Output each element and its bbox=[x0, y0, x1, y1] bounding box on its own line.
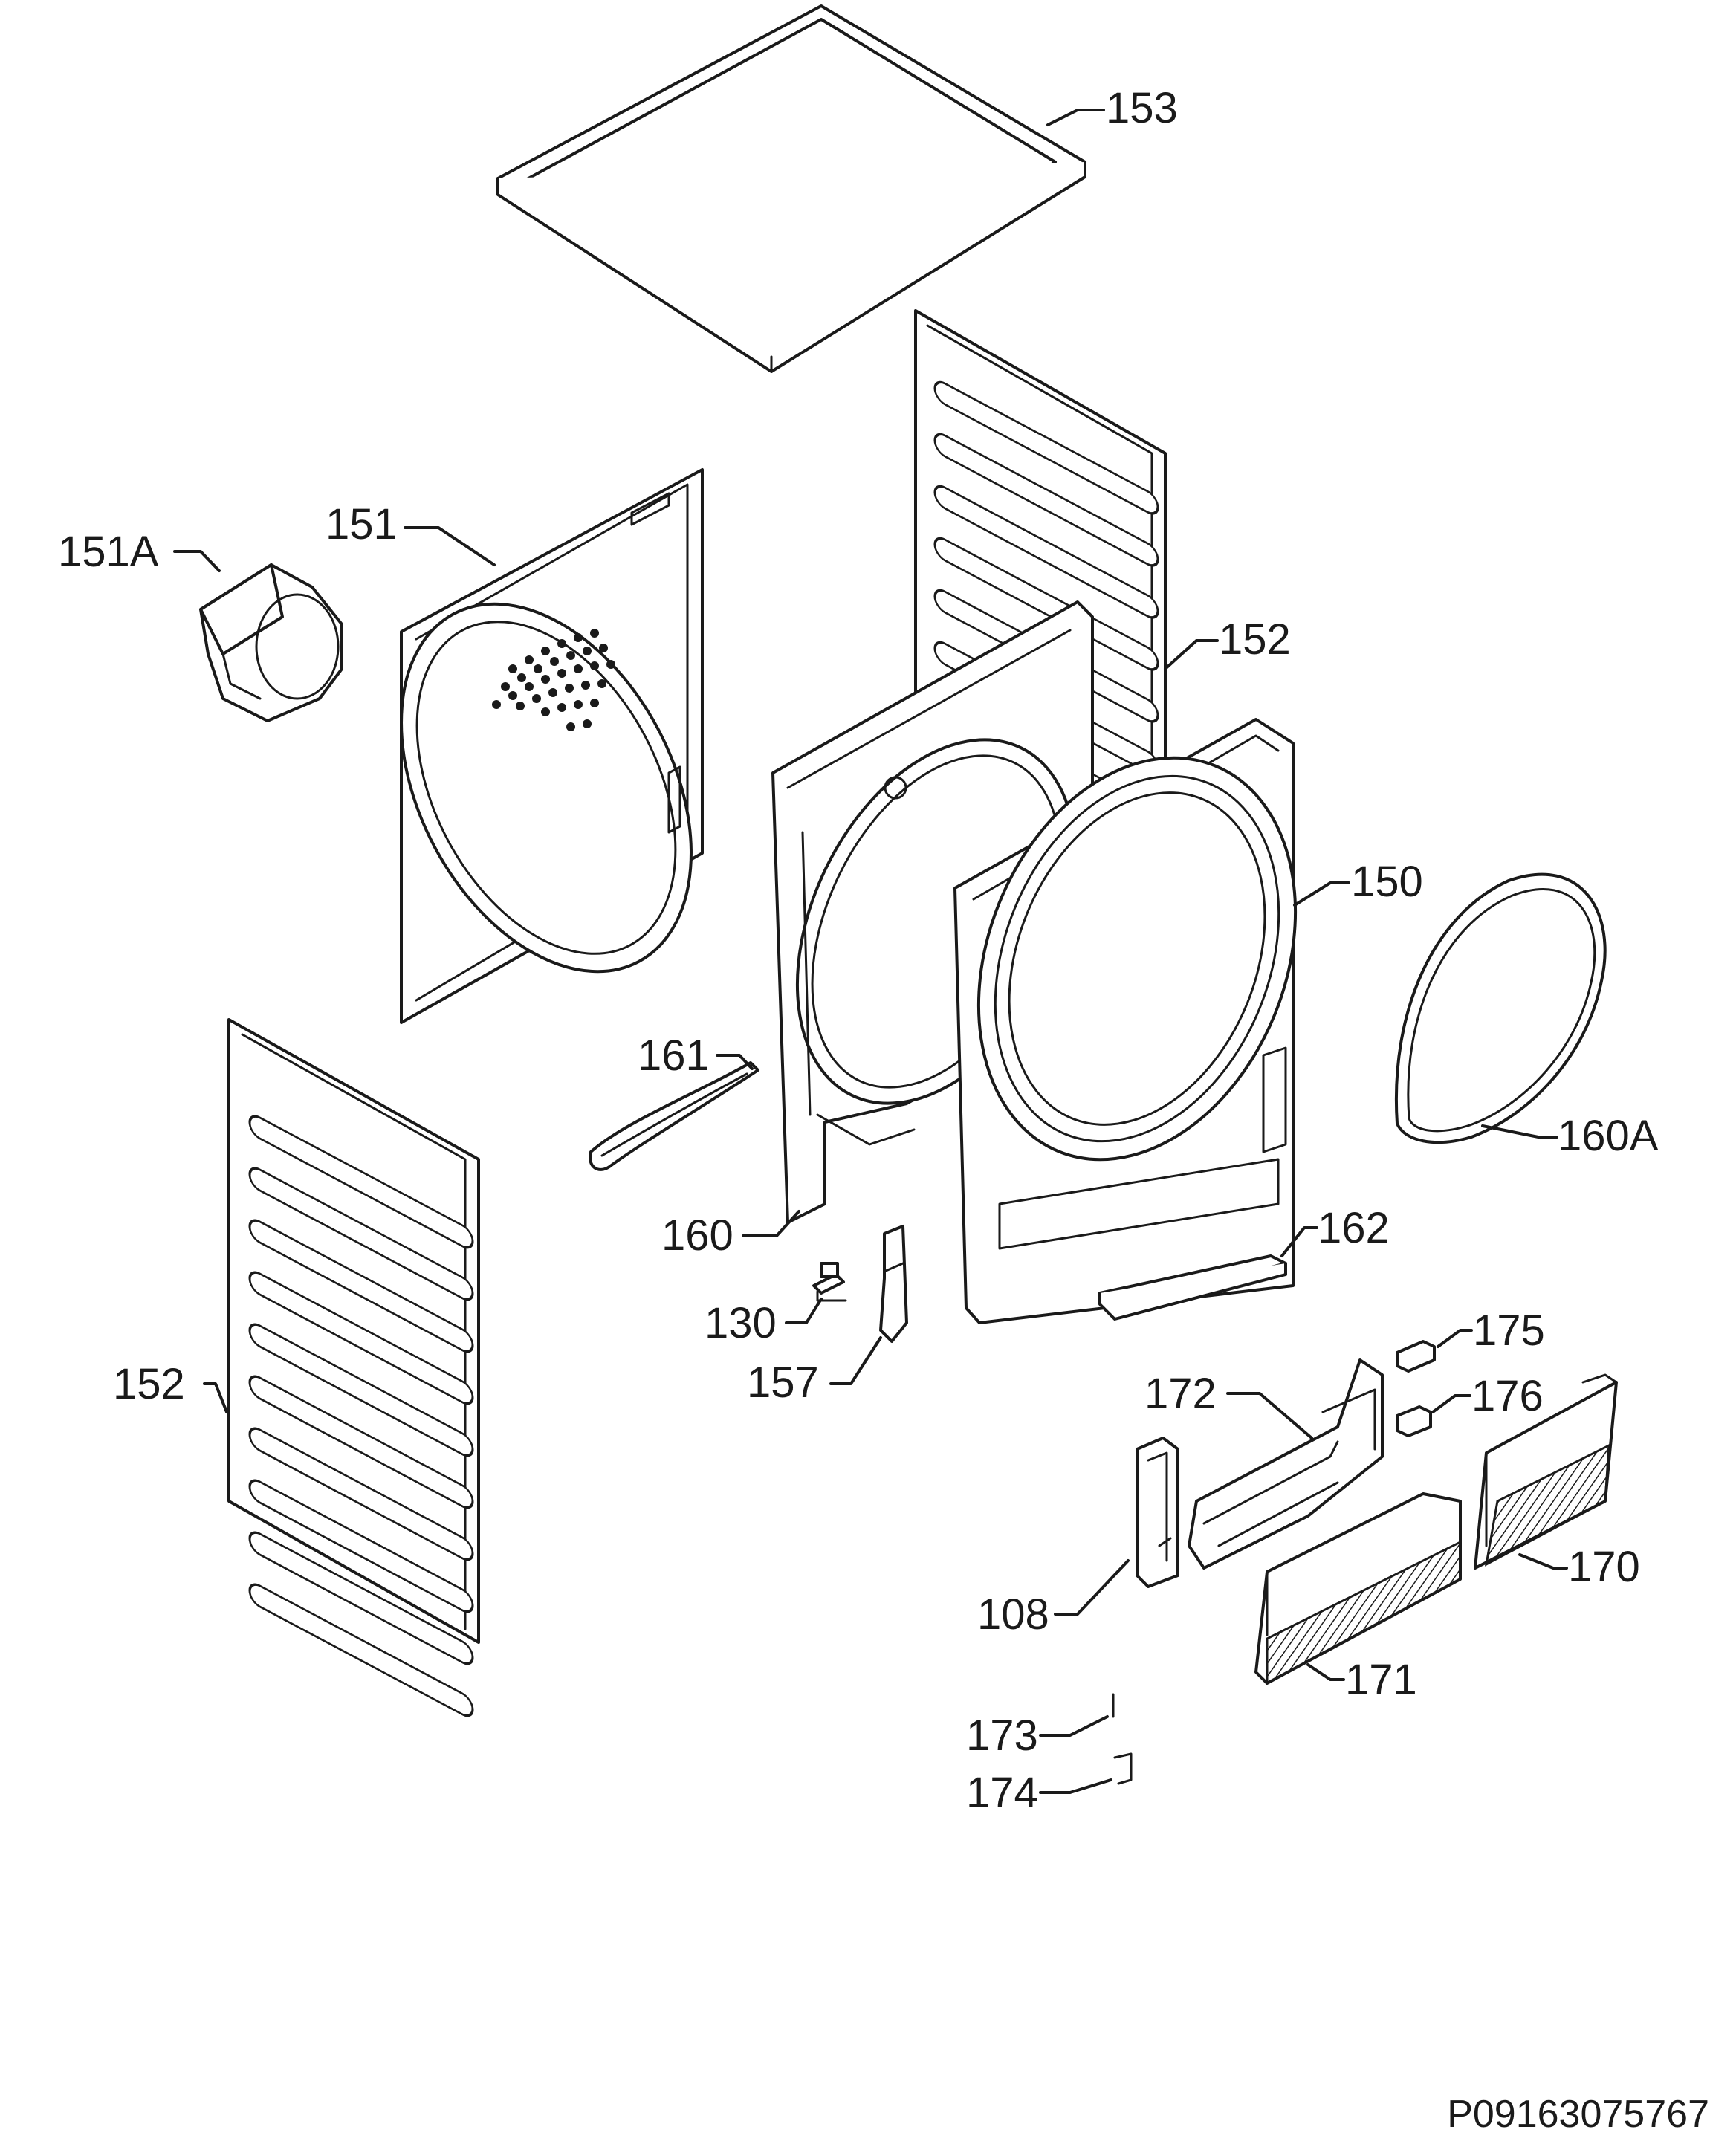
callout-176: 176 bbox=[1431, 1372, 1544, 1420]
callout-150: 150 bbox=[1293, 858, 1423, 907]
part-175-clip bbox=[1396, 1340, 1436, 1373]
part-174-clip bbox=[1113, 1752, 1133, 1785]
callout-108: 108 bbox=[977, 1559, 1130, 1639]
part-153-top-cover bbox=[496, 4, 1086, 373]
callout-170: 170 bbox=[1518, 1543, 1640, 1591]
callout-172: 172 bbox=[1144, 1370, 1313, 1439]
callout-160-label: 160 bbox=[661, 1211, 733, 1260]
callout-171: 171 bbox=[1306, 1656, 1417, 1704]
part-108-dispenser bbox=[1136, 1437, 1179, 1588]
callout-153: 153 bbox=[1046, 84, 1178, 132]
callout-175-label: 175 bbox=[1473, 1306, 1545, 1355]
part-157-hinge-cover bbox=[879, 1225, 908, 1343]
callout-173-label: 173 bbox=[966, 1711, 1038, 1760]
part-151-rear-panel bbox=[400, 468, 704, 1024]
callout-157-label: 157 bbox=[747, 1358, 819, 1407]
callout-108-label: 108 bbox=[977, 1590, 1049, 1639]
document-id: P09163075767 bbox=[1447, 2093, 1709, 2136]
callout-152-right-label: 152 bbox=[1219, 615, 1291, 664]
callout-162: 162 bbox=[1280, 1204, 1390, 1257]
part-171-front-panel bbox=[1254, 1492, 1462, 1685]
part-160A-door-seal bbox=[1395, 872, 1607, 1144]
part-170-right-panel bbox=[1474, 1373, 1618, 1570]
callout-175: 175 bbox=[1437, 1306, 1545, 1355]
callout-152-right: 152 bbox=[1164, 615, 1291, 670]
callout-157: 157 bbox=[747, 1336, 882, 1407]
part-151A-duct bbox=[199, 563, 343, 722]
part-176-button bbox=[1396, 1405, 1432, 1437]
part-161-trim bbox=[589, 1061, 760, 1171]
part-162-filter bbox=[1098, 1254, 1287, 1321]
callout-161: 161 bbox=[638, 1031, 754, 1080]
callout-174-label: 174 bbox=[966, 1769, 1038, 1817]
callout-152-left: 152 bbox=[113, 1360, 228, 1413]
callout-130: 130 bbox=[705, 1298, 823, 1347]
callout-130-label: 130 bbox=[705, 1299, 777, 1347]
callout-160: 160 bbox=[661, 1210, 800, 1260]
callout-174: 174 bbox=[966, 1769, 1112, 1817]
callout-151A-label: 151A bbox=[58, 528, 159, 576]
callout-176-label: 176 bbox=[1471, 1372, 1544, 1420]
callout-151A: 151A bbox=[58, 528, 221, 576]
callout-151-label: 151 bbox=[326, 500, 398, 548]
callout-153-label: 153 bbox=[1106, 84, 1178, 132]
part-150-front-panel bbox=[953, 718, 1298, 1324]
panel-152-left-ribs bbox=[248, 1115, 474, 1717]
callout-172-label: 172 bbox=[1144, 1370, 1217, 1418]
part-130-foot bbox=[812, 1262, 847, 1302]
callout-160A-label: 160A bbox=[1558, 1112, 1659, 1160]
callout-150-label: 150 bbox=[1351, 858, 1423, 906]
rear-panel-vent-holes bbox=[492, 629, 615, 731]
callout-152-left-label: 152 bbox=[113, 1360, 185, 1408]
callout-161-label: 161 bbox=[638, 1031, 710, 1080]
part-172-panel-frame bbox=[1188, 1358, 1384, 1570]
callout-160A: 160A bbox=[1481, 1112, 1659, 1160]
callout-151: 151 bbox=[326, 500, 496, 566]
callout-170-label: 170 bbox=[1568, 1543, 1640, 1591]
callout-173: 173 bbox=[966, 1711, 1109, 1760]
callout-171-label: 171 bbox=[1345, 1656, 1417, 1704]
callout-162-label: 162 bbox=[1318, 1204, 1390, 1252]
part-152-left-side-panel bbox=[227, 1018, 480, 1717]
